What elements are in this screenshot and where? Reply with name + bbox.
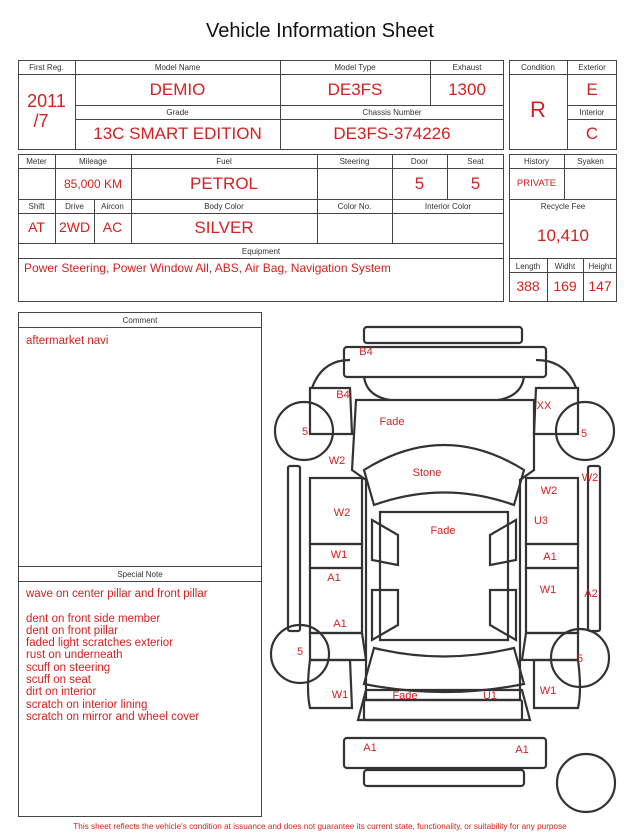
- special-note-line: scratch on interior lining: [26, 699, 148, 711]
- damage-mark: Stone: [412, 467, 442, 479]
- damage-mark: W2: [581, 472, 599, 484]
- special-note-line: wave on center pillar and front pillar: [26, 588, 208, 600]
- damage-mark: 5: [576, 653, 584, 665]
- grade-label: Grade: [166, 108, 189, 117]
- damage-mark: A1: [327, 572, 341, 584]
- drive-label: Drive: [65, 202, 84, 211]
- damage-mark: W2: [328, 455, 346, 467]
- body-color-label: Body Color: [204, 202, 244, 211]
- shift-value: AT: [28, 219, 45, 235]
- length-value: 388: [516, 278, 540, 294]
- special-note-line: scuff on steering: [26, 662, 111, 674]
- vehicle-spec-table: [18, 154, 504, 302]
- interior-color-label: Interior Color: [424, 202, 472, 211]
- color-no-label: Color No.: [337, 202, 372, 211]
- damage-mark: W1: [539, 584, 557, 596]
- special-note-line: dent on front side member: [26, 613, 161, 625]
- aircon-value: AC: [102, 219, 123, 235]
- shift-label: Shift: [28, 202, 45, 211]
- damage-mark: 5: [296, 646, 304, 658]
- damage-mark: 5: [580, 428, 588, 440]
- sheet-title: Vehicle Information Sheet: [206, 20, 434, 42]
- exhaust-value: 1300: [448, 80, 486, 99]
- damage-mark: Fade: [430, 525, 456, 537]
- damage-mark: U3: [533, 515, 549, 527]
- model-name-label: Model Name: [154, 63, 201, 72]
- grade-value: 13C SMART EDITION: [93, 124, 262, 143]
- recycle-fee-value: 10,410: [537, 226, 589, 245]
- damage-mark: A1: [543, 551, 557, 563]
- width-label: Widht: [554, 262, 576, 271]
- seat-value: 5: [470, 174, 481, 193]
- door-value: 5: [414, 174, 425, 193]
- damage-mark: XX: [536, 400, 552, 412]
- damage-mark: W2: [540, 485, 558, 497]
- comment-label: Comment: [122, 316, 158, 325]
- damage-mark: A1: [333, 618, 347, 630]
- special-note-line: faded light scratches exterior: [26, 637, 174, 649]
- history-value: PRIVATE: [516, 178, 557, 189]
- car-damage-diagram: [269, 325, 617, 814]
- special-note-label: Special Note: [117, 570, 163, 579]
- model-type-value: DE3FS: [327, 80, 383, 99]
- first-reg-month: /7: [33, 111, 49, 131]
- fuel-value: PETROL: [189, 174, 259, 193]
- history-table: [509, 154, 617, 302]
- chassis-number-label: Chassis Number: [362, 108, 422, 117]
- equipment-label: Equipment: [241, 247, 281, 256]
- damage-mark: Fade: [379, 416, 405, 428]
- disclaimer-footer: This sheet reflects the vehicle's condit…: [73, 822, 567, 831]
- damage-mark: W1: [331, 689, 349, 701]
- length-label: Length: [515, 262, 541, 271]
- comment-box: [18, 312, 262, 817]
- comment-text: aftermarket navi: [26, 335, 109, 347]
- chassis-number-value: DE3FS-374226: [333, 124, 451, 143]
- condition-value: R: [530, 97, 546, 122]
- mileage-label: Mileage: [78, 157, 107, 166]
- damage-mark: 5: [301, 426, 309, 438]
- special-note-line: rust on underneath: [26, 649, 123, 661]
- special-note-line: dent on front pillar: [26, 625, 119, 637]
- model-name-value: DEMIO: [149, 80, 206, 99]
- damage-mark: U1: [482, 690, 498, 702]
- damage-mark: W1: [330, 549, 348, 561]
- fuel-label: Fuel: [216, 157, 232, 166]
- damage-mark: A1: [515, 744, 529, 756]
- drive-value: 2WD: [58, 219, 91, 235]
- body-color-value: SILVER: [194, 218, 254, 237]
- damage-mark: W2: [333, 507, 351, 519]
- exhaust-label: Exhaust: [452, 63, 482, 72]
- damage-mark: B4: [359, 346, 373, 358]
- syaken-label: Syaken: [577, 157, 604, 166]
- special-note-line: dirt on interior: [26, 686, 97, 698]
- height-label: Height: [588, 262, 612, 271]
- door-label: Door: [410, 157, 429, 166]
- seat-label: Seat: [467, 157, 484, 166]
- steering-label: Steering: [339, 157, 370, 166]
- meter-label: Meter: [26, 157, 47, 166]
- condition-label: Condition: [521, 63, 555, 72]
- first-reg-year: 2011: [27, 91, 66, 111]
- aircon-label: Aircon: [101, 202, 124, 211]
- damage-mark: A1: [363, 742, 377, 754]
- mileage-value: 85,000 KM: [63, 177, 123, 191]
- special-note-line: scratch on mirror and wheel cover: [26, 711, 200, 723]
- damage-mark: A2: [584, 588, 598, 600]
- damage-mark: B4: [336, 389, 350, 401]
- model-type-label: Model Type: [334, 63, 376, 72]
- exterior-label: Exterior: [578, 63, 606, 72]
- interior-label: Interior: [579, 108, 605, 117]
- interior-value: C: [585, 124, 599, 143]
- height-value: 147: [588, 278, 612, 294]
- recycle-fee-label: Recycle Fee: [540, 202, 586, 211]
- damage-mark: W1: [539, 685, 557, 697]
- width-value: 169: [553, 278, 577, 294]
- exterior-value: E: [586, 80, 598, 99]
- equipment-value: Power Steering, Power Window All, ABS, A…: [24, 261, 391, 275]
- first-reg-label: First Reg.: [29, 63, 64, 72]
- history-label: History: [524, 157, 549, 166]
- special-note-line: scuff on seat: [26, 674, 91, 686]
- damage-mark: Fade: [392, 690, 418, 702]
